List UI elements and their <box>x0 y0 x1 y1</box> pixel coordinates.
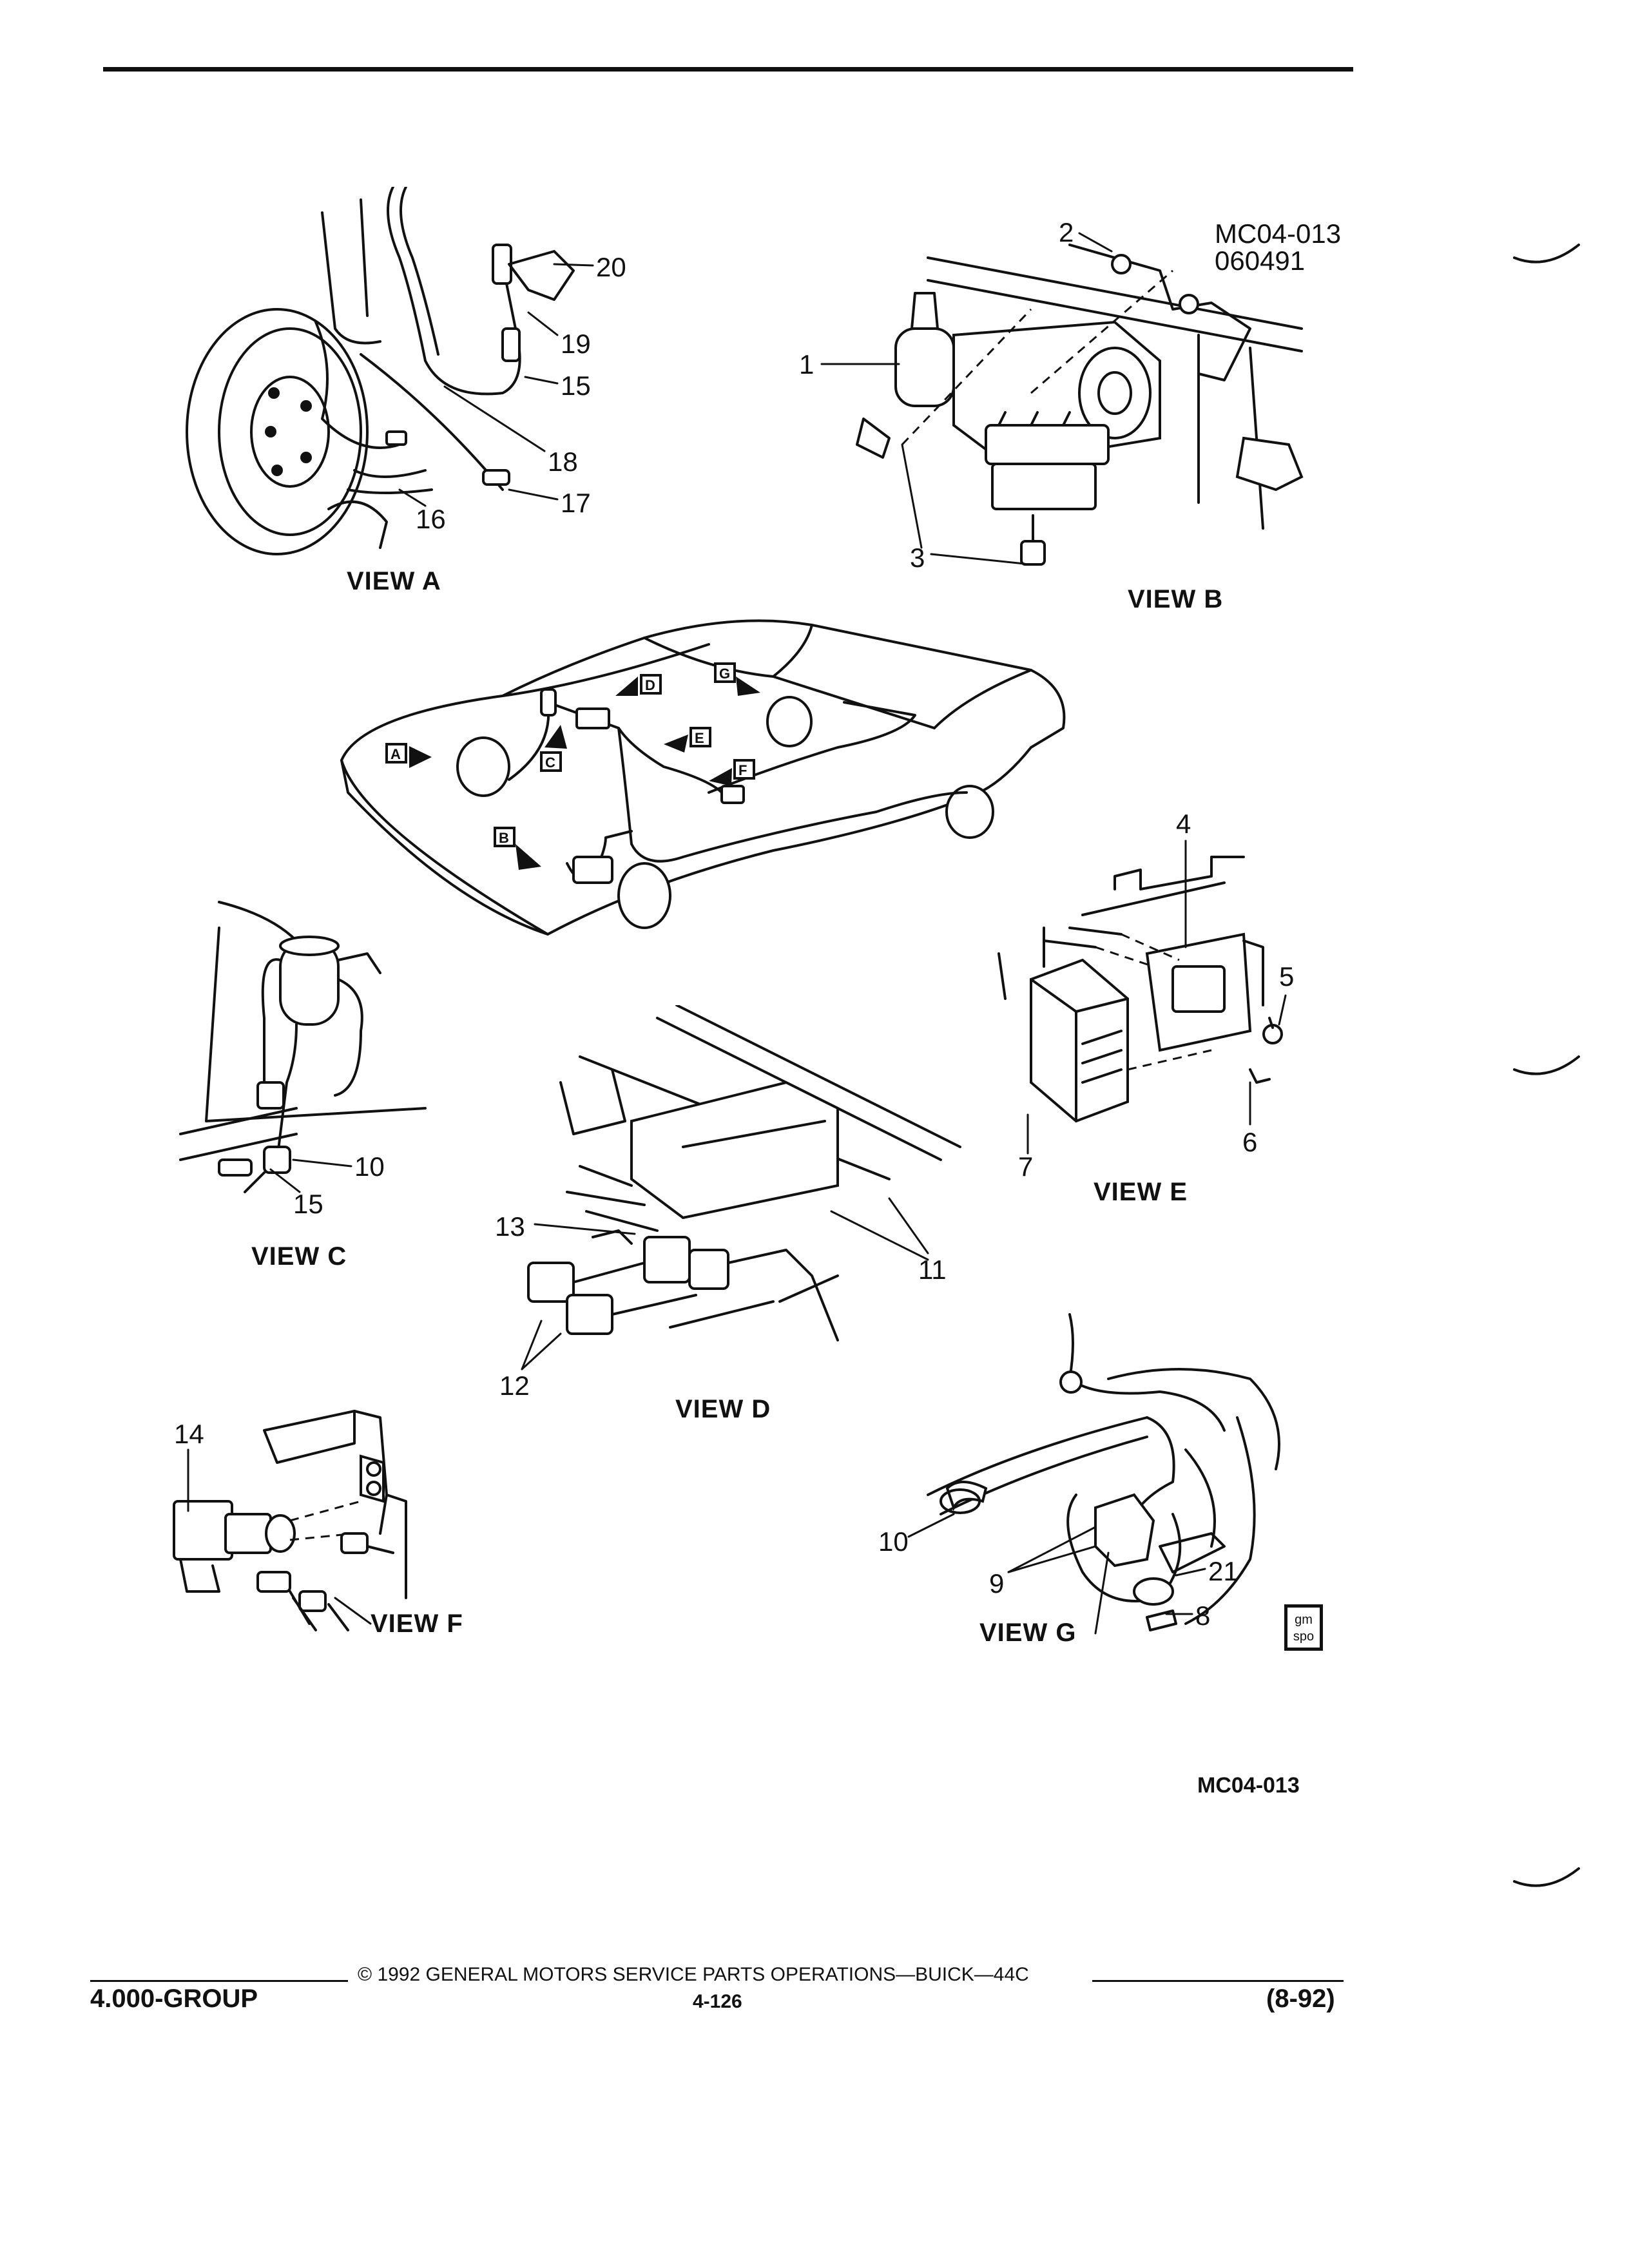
footer-rule-left <box>90 1980 348 1982</box>
footer-group: 4.000-GROUP <box>90 1984 258 2013</box>
top-rule <box>103 67 1353 72</box>
view-e-drawing <box>998 856 1283 1123</box>
car-arrow-letter-f: F <box>738 762 747 778</box>
view-f-label: VIEW F <box>371 1610 463 1638</box>
callout-view-g-8: 8 <box>1195 1600 1211 1631</box>
callout-view-e-4: 4 <box>1176 809 1191 839</box>
footer-copyright: © 1992 GENERAL MOTORS SERVICE PARTS OPER… <box>358 1964 1029 1985</box>
car-arrow-b <box>494 827 541 870</box>
callout-view-g-10: 10 <box>878 1526 909 1557</box>
callout-view-e-6: 6 <box>1242 1127 1258 1157</box>
figure-code: MC04-013 <box>1215 218 1342 249</box>
footer-rule-right <box>1092 1980 1344 1982</box>
car-arrow-letter-c: C <box>545 754 555 771</box>
callout-view-d-13: 13 <box>495 1211 525 1242</box>
callout-view-a-19: 19 <box>561 329 591 359</box>
callout-view-d-11: 11 <box>918 1254 947 1285</box>
view-a-label: VIEW A <box>347 567 441 595</box>
car-arrow-g <box>714 662 760 696</box>
callout-view-a-17: 17 <box>561 488 591 518</box>
car-arrow-letter-b: B <box>499 830 509 846</box>
figure-date: 060491 <box>1215 245 1306 276</box>
footer-date: (8-92) <box>1266 1984 1335 2013</box>
car-arrow-c <box>540 725 567 772</box>
callout-view-e-5: 5 <box>1279 961 1295 992</box>
view-d-label: VIEW D <box>675 1395 771 1423</box>
car-arrow-e <box>664 727 711 753</box>
car-arrow-letter-g: G <box>719 666 731 682</box>
footer-page-number: 4-126 <box>693 1991 742 2012</box>
callout-view-f-14: 14 <box>174 1419 204 1449</box>
car-arrow-f <box>709 759 755 786</box>
view-a-drawing <box>186 187 575 555</box>
view-b-label: VIEW B <box>1128 585 1224 613</box>
callout-view-g-9: 9 <box>989 1568 1005 1599</box>
view-c-label: VIEW C <box>251 1242 347 1271</box>
view-d-drawing <box>527 1005 961 1341</box>
car-arrow-a <box>385 743 432 768</box>
page-edge-marks <box>1513 244 1580 1887</box>
callout-view-a-16: 16 <box>416 504 446 534</box>
car-arrow-letter-a: A <box>390 746 401 762</box>
car-arrow-letter-d: D <box>645 677 655 693</box>
view-e-label: VIEW E <box>1094 1178 1188 1206</box>
view-f-drawing <box>173 1410 407 1631</box>
gm-spo-badge-line2: spo <box>1293 1629 1315 1644</box>
callout-view-b-1: 1 <box>799 349 815 380</box>
callout-view-d-12: 12 <box>499 1370 530 1401</box>
view-c-drawing <box>179 901 427 1193</box>
car-arrow-d <box>615 674 662 696</box>
callout-view-a-18: 18 <box>548 447 578 477</box>
callout-view-a-20: 20 <box>596 252 626 282</box>
callout-view-c-15: 15 <box>293 1189 323 1219</box>
callout-view-g-21: 21 <box>1208 1556 1239 1586</box>
gm-spo-badge: gm spo <box>1284 1604 1323 1651</box>
view-b-drawing <box>856 244 1304 566</box>
view-g-label: VIEW G <box>979 1619 1077 1647</box>
figure-code-bottom: MC04-013 <box>1197 1773 1300 1798</box>
callout-view-b-3: 3 <box>910 543 925 573</box>
callout-view-c-10: 10 <box>354 1151 385 1182</box>
gm-spo-badge-line1: gm <box>1295 1613 1313 1627</box>
figure-code-top: MC04-013 060491 <box>1215 220 1341 274</box>
car-overview <box>340 619 1066 936</box>
callout-view-a-15: 15 <box>561 370 591 401</box>
car-arrow-letter-e: E <box>695 730 704 746</box>
view-g-drawing <box>927 1313 1280 1631</box>
callout-view-b-2: 2 <box>1059 217 1074 247</box>
callout-view-e-7: 7 <box>1018 1151 1034 1182</box>
